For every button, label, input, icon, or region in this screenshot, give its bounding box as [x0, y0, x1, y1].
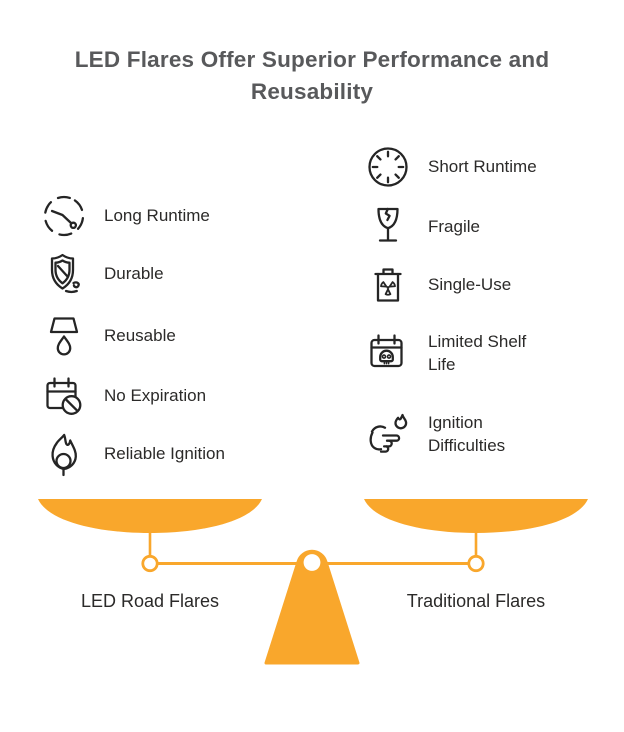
left-pan: [38, 499, 262, 533]
calendar-skull-icon: [370, 334, 403, 368]
balance-scale-graphic: [38, 499, 588, 665]
drawback-label: Fragile: [428, 217, 480, 237]
drawback-row: Short Runtime: [364, 143, 564, 191]
drawback-label: Single-Use: [428, 275, 512, 295]
drawback-row: Fragile: [364, 203, 564, 251]
dashed-clock-icon: [43, 195, 85, 237]
calendar-ban-icon: [46, 377, 82, 415]
radioactive-trash-icon: [374, 268, 402, 302]
lamp-icon: [49, 317, 79, 356]
benefit-label: Long Runtime: [104, 206, 210, 226]
drawback-label: Ignition Difficulties: [428, 412, 506, 455]
drawback-row: Limited Shelf Life: [364, 329, 564, 377]
hand-flame-icon: [369, 413, 408, 453]
benefit-label: Reusable: [104, 326, 176, 346]
fulcrum-hole: [303, 554, 321, 571]
page-title: LED Flares Offer Superior Performance an…: [74, 47, 550, 104]
benefit-label: Durable: [104, 264, 164, 284]
left-pivot-ring: [141, 554, 159, 573]
drawback-row: Single-Use: [364, 261, 564, 309]
cracked-glass-icon: [377, 207, 399, 242]
drawback-label: Short Runtime: [428, 157, 537, 177]
benefit-row: Reliable Ignition: [40, 430, 225, 478]
shield-wind-icon: [50, 253, 80, 294]
benefit-label: No Expiration: [104, 386, 207, 406]
clock-ticks-icon: [368, 147, 408, 187]
drawback-row: Ignition Difficulties: [364, 410, 564, 458]
benefit-row: Long Runtime: [40, 192, 210, 240]
left-pan-label: LED Road Flares: [80, 591, 220, 611]
scale-fulcrum: [264, 549, 360, 665]
right-pivot-ring: [467, 554, 485, 573]
flame-bulb-icon: [51, 433, 77, 477]
benefit-label: Reliable Ignition: [104, 444, 225, 464]
benefit-row: No Expiration: [40, 372, 206, 420]
right-pan: [364, 499, 588, 533]
right-pan-label: Traditional Flares: [406, 591, 546, 611]
benefit-row: Durable: [40, 250, 164, 298]
benefit-row: Reusable: [40, 312, 176, 360]
drawback-label: Limited Shelf Life: [428, 331, 527, 374]
